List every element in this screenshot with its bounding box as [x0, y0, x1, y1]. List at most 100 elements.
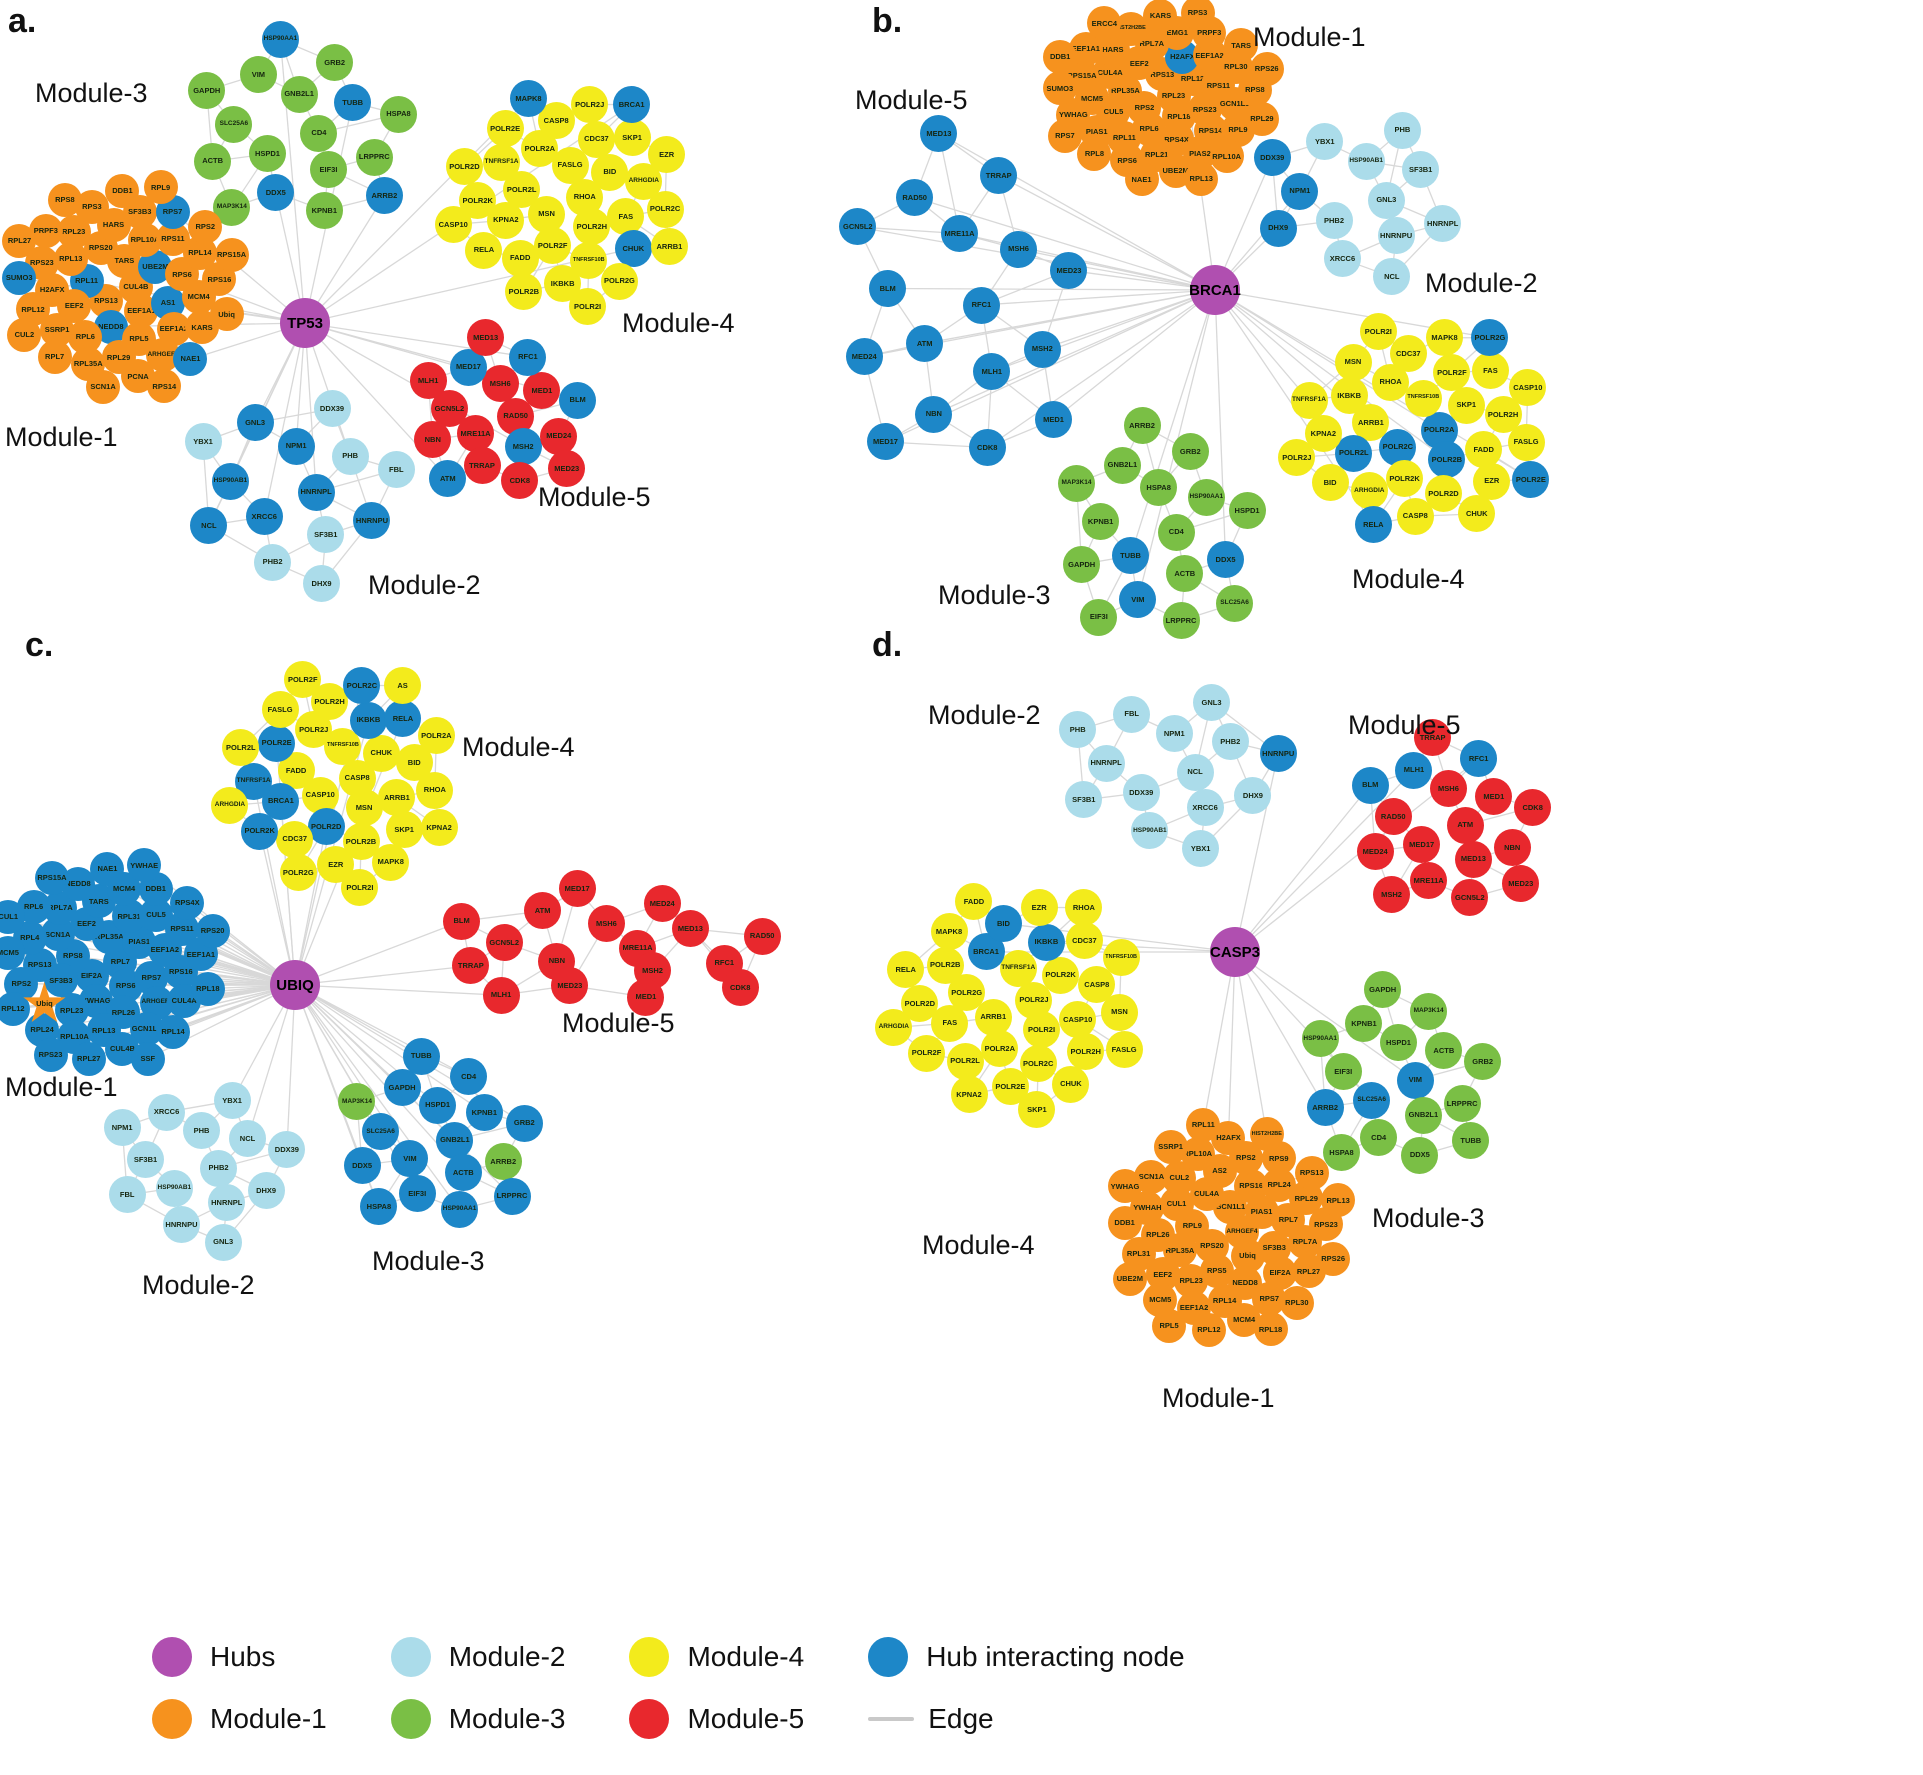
gene-node: NAE1	[1124, 162, 1159, 197]
gene-node: SUMO3	[2, 260, 37, 295]
legend-label-module-5: Module-5	[687, 1703, 805, 1734]
gene-node: RPL29	[1244, 101, 1279, 136]
gene-node: RPL11	[1186, 1107, 1221, 1142]
gene-node: PHB	[331, 437, 369, 475]
gene-node: HSPA8	[1323, 1133, 1361, 1171]
gene-node: PHB2	[254, 543, 292, 581]
gene-node: VIM	[239, 55, 277, 93]
gene-node: MED17	[1403, 826, 1441, 864]
gene-node: TARS	[1224, 28, 1259, 63]
gene-node: GAPDH	[1364, 970, 1402, 1008]
gene-node: CASP10	[1059, 1001, 1097, 1039]
gene-node: LRPPRC	[1162, 602, 1200, 640]
gene-node: MED1	[523, 372, 561, 409]
gene-node: HNRNPU	[353, 501, 391, 539]
gene-node: RPL12	[1191, 1312, 1226, 1347]
gene-node: RELA	[465, 231, 503, 269]
module-label: Module-5	[538, 482, 651, 512]
gene-node: SCN1A	[86, 369, 121, 404]
gene-node: RELA	[887, 951, 925, 989]
module-label: Module-5	[1348, 710, 1461, 740]
gene-node: VIM	[1119, 581, 1157, 619]
legend: Hubs Module-1 Module-2 Module-3 Module-4…	[152, 1628, 1185, 1748]
gene-node: RPL6	[68, 319, 103, 354]
gene-node: DDX39	[268, 1131, 306, 1169]
hub-node: UBIQ	[270, 960, 320, 1010]
gene-node: RPL13	[1184, 162, 1219, 197]
gene-node: FAS	[1471, 352, 1509, 390]
gene-node: PHB2	[200, 1149, 238, 1187]
gene-node: MED24	[643, 884, 681, 922]
gene-node: POLR2B	[926, 946, 964, 984]
module-label: Module-1	[5, 422, 118, 452]
gene-node: FBL	[108, 1176, 146, 1214]
gene-node: SF3B1	[307, 516, 345, 554]
module-label: Module-1	[5, 1072, 118, 1102]
gene-node: CDK8	[1514, 788, 1552, 826]
gene-node: HSP90AA1	[261, 21, 299, 59]
module-label: Module-2	[368, 570, 481, 600]
gene-node: EIF3I	[1324, 1052, 1362, 1090]
gene-node: DHX9	[247, 1172, 285, 1210]
gene-node: TRRAP	[452, 947, 490, 985]
legend-item-hub-interacting-node: Hub interacting node	[868, 1637, 1185, 1677]
gene-node: BLM	[1351, 766, 1389, 804]
gene-node: IKBKB	[1330, 376, 1368, 414]
gene-node: ARRB2	[484, 1143, 522, 1181]
legend-item-module-3: Module-3	[390, 1699, 565, 1739]
gene-node: ATM	[1446, 806, 1484, 844]
gene-node: MED13	[671, 910, 709, 948]
gene-node: NBN	[915, 395, 953, 433]
gene-node: GRB2	[505, 1104, 543, 1142]
gene-node: HNRNPL	[208, 1184, 246, 1222]
gene-node: GNL3	[236, 404, 274, 442]
gene-node: MSH2	[504, 427, 542, 465]
gene-node: POLR2E	[1512, 460, 1550, 498]
gene-node: POLR2G	[600, 262, 638, 300]
module-4-swatch	[629, 1637, 670, 1677]
gene-node: RPL18	[1253, 1312, 1288, 1347]
gene-node: MAP3K14	[1410, 993, 1448, 1031]
gene-node: RFC1	[962, 286, 1000, 324]
gene-node: MSN	[1334, 343, 1372, 381]
legend-label-edge: Edge	[928, 1703, 994, 1734]
gene-node: GAPDH	[1063, 545, 1101, 583]
gene-node: RPL27	[2, 223, 37, 258]
gene-node: SKP1	[613, 119, 651, 157]
gene-node: CDC37	[577, 120, 615, 158]
gene-node: MED24	[845, 338, 883, 376]
gene-node: GCN5L2	[1451, 879, 1489, 917]
gene-node: RPL10A	[1209, 139, 1244, 174]
gene-node: CASP10	[1509, 369, 1547, 407]
gene-node: SLC25A6	[215, 105, 253, 143]
gene-node: CUL2	[7, 317, 42, 352]
gene-node: ARRB1	[974, 998, 1012, 1036]
module-label: Module-1	[1253, 22, 1366, 52]
gene-node: SSRP1	[1153, 1129, 1188, 1164]
gene-node: MRE11A	[941, 215, 979, 253]
gene-node: POLR2F	[1433, 353, 1471, 391]
gene-node: RPL30	[1279, 1285, 1314, 1320]
gene-node: NBN	[1493, 829, 1531, 867]
gene-node: GAPDH	[383, 1068, 421, 1106]
gene-node: KPNB1	[1345, 1004, 1383, 1042]
gene-node: RPL18	[190, 971, 225, 1006]
gene-node: BLM	[559, 381, 597, 419]
gene-node: HNRNPU	[1377, 217, 1415, 255]
gene-node: POLR2H	[573, 208, 611, 246]
gene-node: HNRNPU	[162, 1206, 200, 1244]
hub-interacting-node-swatch	[868, 1637, 909, 1677]
module-2-swatch	[390, 1637, 431, 1677]
gene-node: SF3B1	[1065, 781, 1103, 819]
gene-node: POLR2B	[505, 273, 543, 311]
gene-node: CDK8	[968, 428, 1006, 466]
gene-node: POLR2L	[222, 729, 260, 767]
gene-node: CHUK	[614, 229, 652, 267]
gene-node: GAPDH	[188, 72, 226, 110]
gene-node: FAS	[931, 1004, 969, 1042]
gene-node: MAPK8	[930, 913, 968, 951]
gene-node: YBX1	[1306, 123, 1344, 161]
gene-node: FBL	[1113, 695, 1151, 733]
gene-node: FADD	[1465, 431, 1503, 469]
gene-node: RAD50	[743, 917, 781, 955]
